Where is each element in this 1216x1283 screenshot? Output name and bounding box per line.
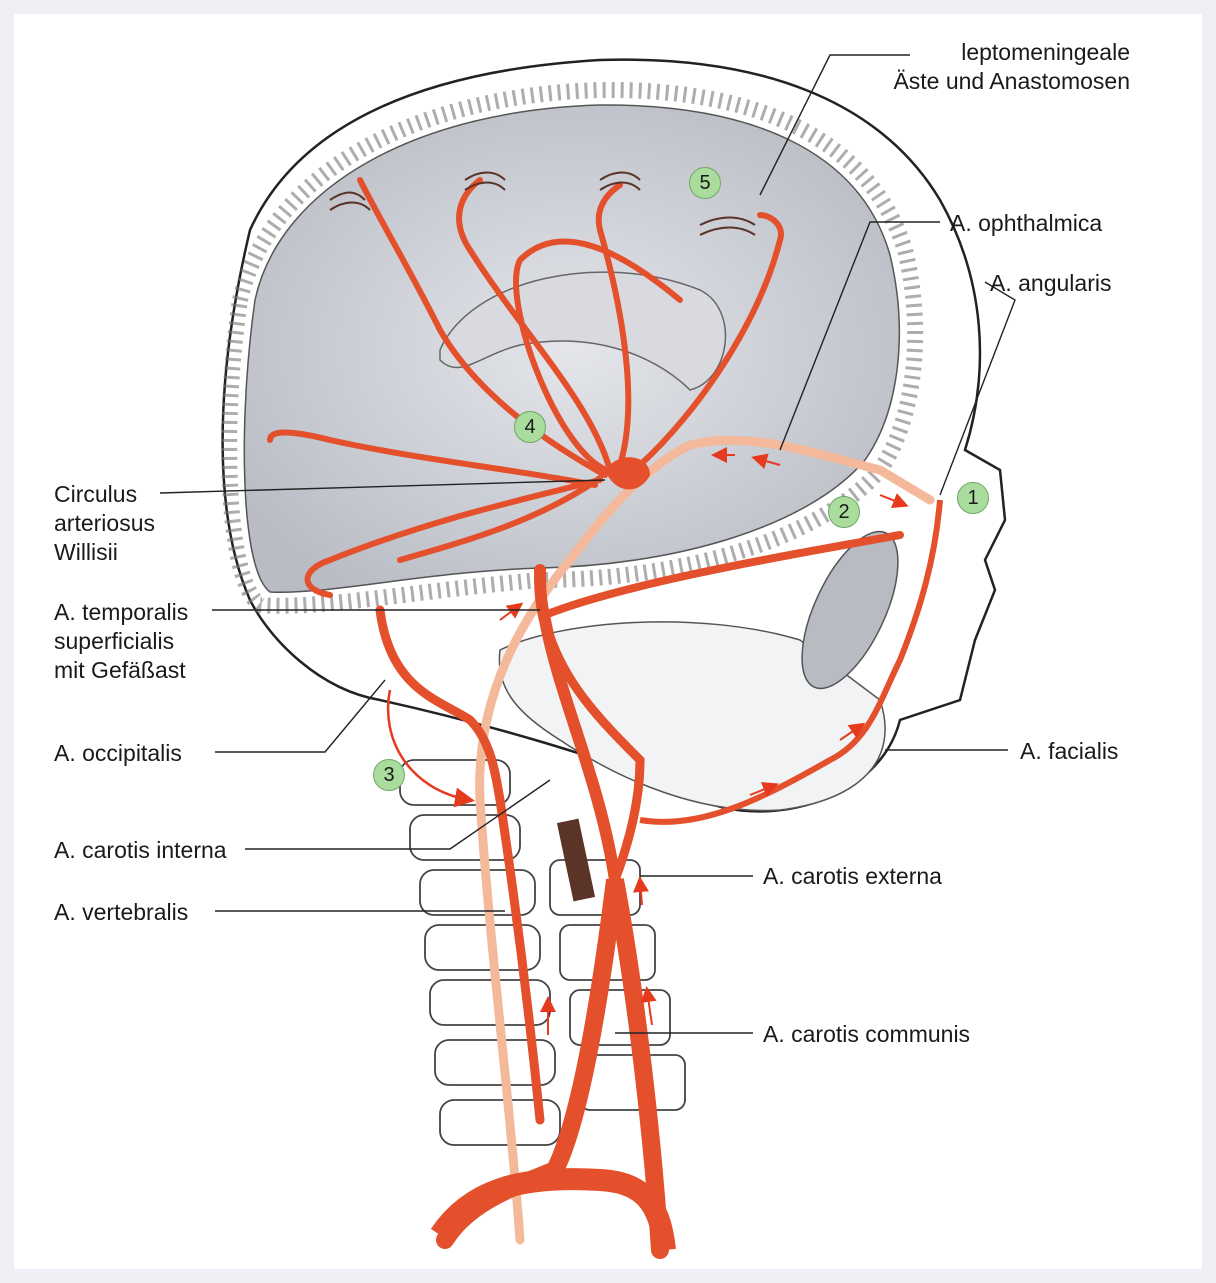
marker-5: 5 — [689, 167, 721, 199]
label-leptomeningeal-line2: Äste und Anastomosen — [860, 67, 1130, 96]
marker-2: 2 — [828, 496, 860, 528]
label-leptomeningeal: leptomeningeale Äste und Anastomosen — [860, 38, 1130, 96]
anatomy-diagram — [14, 14, 1202, 1269]
label-carotis-interna: A. carotis interna — [54, 836, 227, 865]
label-temporalis: A. temporalis superficialis mit Gefäßast — [54, 598, 188, 685]
marker-3: 3 — [373, 759, 405, 791]
label-circulus-line2: arteriosus — [54, 509, 155, 538]
label-carotis-externa: A. carotis externa — [763, 862, 942, 891]
label-carotis-communis: A. carotis communis — [763, 1020, 970, 1049]
marker-4: 4 — [514, 411, 546, 443]
label-angularis: A. angularis — [990, 269, 1111, 298]
label-temporalis-line1: A. temporalis — [54, 598, 188, 627]
label-leptomeningeal-line1: leptomeningeale — [860, 38, 1130, 67]
label-occipitalis: A. occipitalis — [54, 739, 182, 768]
label-circulus-line1: Circulus — [54, 480, 155, 509]
label-temporalis-line2: superficialis — [54, 627, 188, 656]
label-temporalis-line3: mit Gefäßast — [54, 656, 188, 685]
aortic-arch — [440, 1179, 665, 1250]
label-vertebralis: A. vertebralis — [54, 898, 188, 927]
label-ophthalmica: A. ophthalmica — [950, 209, 1102, 238]
label-circulus-line3: Willisii — [54, 538, 155, 567]
marker-1: 1 — [957, 482, 989, 514]
figure-frame: leptomeningeale Äste und Anastomosen A. … — [14, 14, 1202, 1269]
label-circulus: Circulus arteriosus Willisii — [54, 480, 155, 567]
label-facialis: A. facialis — [1020, 737, 1118, 766]
